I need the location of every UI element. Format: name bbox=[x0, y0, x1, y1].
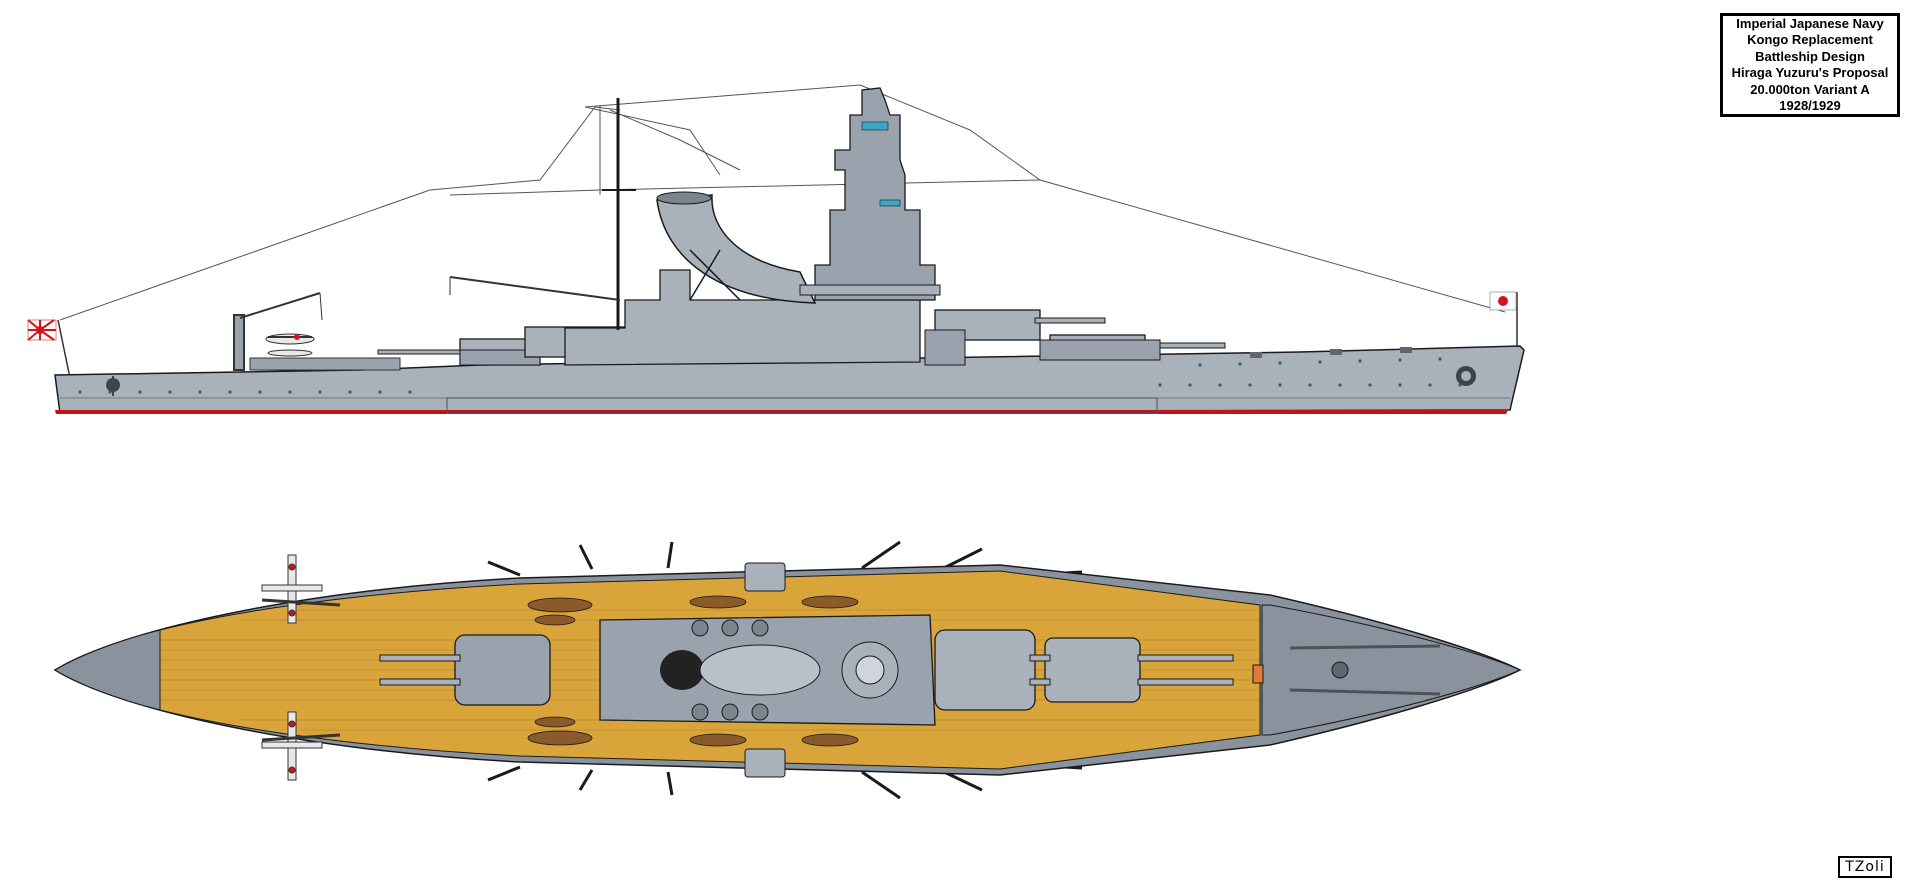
boat-crane bbox=[449, 276, 621, 301]
title-line-navy: Imperial Japanese Navy bbox=[1736, 15, 1884, 31]
seaplane-top-icon bbox=[261, 554, 323, 781]
title-line-year: 1928/1929 bbox=[1779, 98, 1841, 113]
artist-signature: TZoli bbox=[1838, 856, 1892, 878]
forward-barbette bbox=[1039, 339, 1161, 361]
forecastle-top bbox=[1261, 604, 1522, 736]
title-line-variant: 20.000ton Variant A bbox=[1750, 81, 1870, 97]
seaplane-icon bbox=[265, 333, 315, 357]
funnel-top bbox=[660, 650, 704, 690]
aft-superstructure bbox=[564, 269, 921, 366]
title-line-type: Battleship Design bbox=[1755, 48, 1865, 64]
stern-crest-icon bbox=[106, 376, 120, 396]
top-turret-b bbox=[934, 629, 1051, 711]
boats bbox=[527, 595, 859, 747]
top-view bbox=[53, 540, 1522, 800]
aft-turret-x bbox=[377, 338, 541, 366]
aft-crane bbox=[233, 292, 323, 371]
rising-sun-ensign-icon bbox=[27, 319, 71, 379]
funnel bbox=[656, 194, 817, 304]
anchor-chains-top bbox=[1289, 644, 1441, 696]
title-block: Imperial Japanese Navy Kongo Replacement… bbox=[1720, 13, 1900, 117]
top-turret-x bbox=[379, 634, 551, 706]
top-wing-turrets bbox=[744, 562, 786, 778]
hinomaru-jack-icon bbox=[1489, 291, 1518, 350]
portholes bbox=[78, 357, 1462, 394]
bow-anchor-icon bbox=[1456, 366, 1476, 386]
title-line-program: Kongo Replacement bbox=[1747, 32, 1873, 47]
aft-deckhouse bbox=[249, 357, 401, 371]
top-turret-a bbox=[1044, 637, 1234, 703]
capstan-icon bbox=[1331, 661, 1349, 679]
catapult-top bbox=[261, 598, 341, 742]
main-mast bbox=[602, 98, 636, 330]
side-profile bbox=[27, 84, 1525, 414]
pagoda-tower bbox=[814, 87, 936, 301]
title-line-designer: Hiraga Yuzuru's Proposal bbox=[1731, 65, 1889, 80]
